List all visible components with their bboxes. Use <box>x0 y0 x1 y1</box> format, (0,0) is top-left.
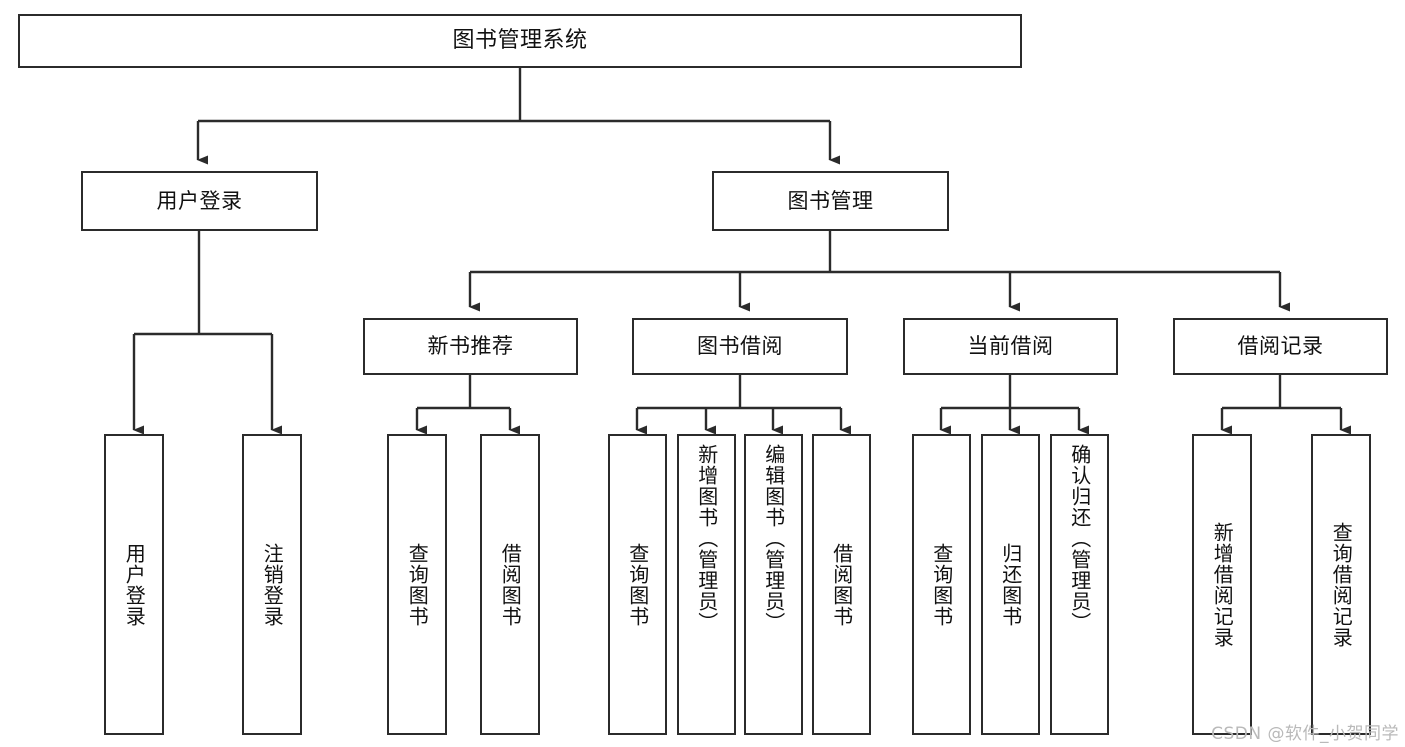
node-label: 当前借阅 <box>967 334 1054 359</box>
node-borrow-record[interactable]: 借阅记录 <box>1173 318 1388 375</box>
node-book-borrow[interactable]: 图书借阅 <box>632 318 848 375</box>
node-label: 用户登录 <box>122 542 147 627</box>
node-new-book-recommend[interactable]: 新书推荐 <box>363 318 578 375</box>
leaf-query-book-current[interactable]: 查询图书 <box>912 434 971 735</box>
leaf-query-book-borrow[interactable]: 查询图书 <box>608 434 667 735</box>
node-label: 查询图书 <box>625 542 650 627</box>
node-label: 归还图书 <box>998 542 1023 627</box>
leaf-confirm-return-admin[interactable]: 确认归还（管理员） <box>1050 434 1109 735</box>
node-label: 借阅记录 <box>1237 334 1324 359</box>
node-label: 借阅图书 <box>829 542 854 627</box>
node-label: 用户登录 <box>156 188 243 213</box>
node-book-management[interactable]: 图书管理 <box>712 171 949 231</box>
leaf-add-book-admin[interactable]: 新增图书（管理员） <box>677 434 736 735</box>
node-label: 借阅图书 <box>498 542 523 627</box>
leaf-borrow-book-recommend[interactable]: 借阅图书 <box>480 434 540 735</box>
leaf-query-borrow-record[interactable]: 查询借阅记录 <box>1311 434 1371 735</box>
leaf-add-borrow-record[interactable]: 新增借阅记录 <box>1192 434 1252 735</box>
node-label: 查询图书 <box>929 542 954 627</box>
node-label: 图书管理 <box>787 188 874 213</box>
node-label: 查询图书 <box>405 542 430 627</box>
node-label: 编辑图书（管理员） <box>761 444 786 633</box>
node-label: 新增图书（管理员） <box>694 444 719 633</box>
leaf-user-login[interactable]: 用户登录 <box>104 434 164 735</box>
leaf-logout[interactable]: 注销登录 <box>242 434 302 735</box>
node-current-borrow[interactable]: 当前借阅 <box>903 318 1118 375</box>
watermark: CSDN @软件_小贺同学 <box>1211 724 1399 744</box>
node-label: 图书管理系统 <box>452 28 588 54</box>
node-label: 图书借阅 <box>697 334 783 359</box>
node-label: 新增借阅记录 <box>1210 521 1235 648</box>
leaf-return-book[interactable]: 归还图书 <box>981 434 1040 735</box>
node-book-management-system[interactable]: 图书管理系统 <box>18 14 1022 68</box>
node-label: 确认归还（管理员） <box>1067 444 1092 633</box>
node-label: 注销登录 <box>260 542 285 627</box>
leaf-edit-book-admin[interactable]: 编辑图书（管理员） <box>744 434 803 735</box>
leaf-borrow-book[interactable]: 借阅图书 <box>812 434 871 735</box>
node-label: 新书推荐 <box>427 334 514 359</box>
leaf-query-book-recommend[interactable]: 查询图书 <box>387 434 447 735</box>
node-label: 查询借阅记录 <box>1329 521 1354 648</box>
node-user-login[interactable]: 用户登录 <box>81 171 318 231</box>
